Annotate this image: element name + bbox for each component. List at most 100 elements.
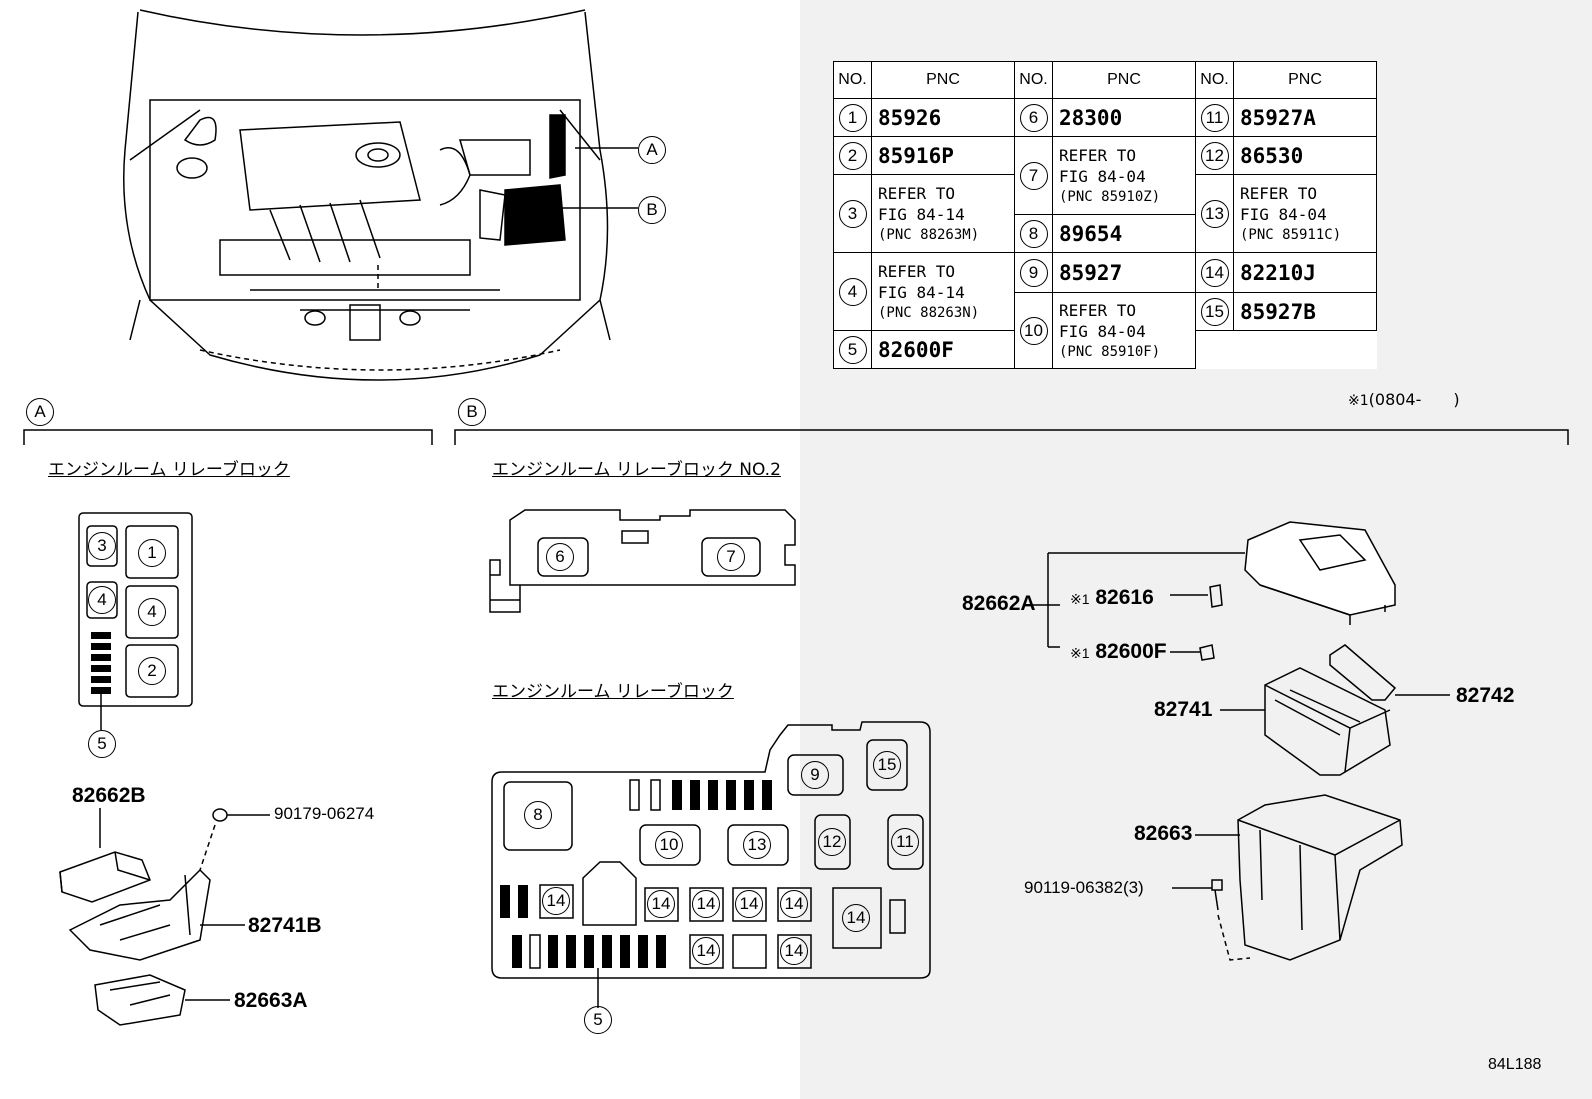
- header-pnc-2: PNC: [1052, 61, 1196, 99]
- relay-number: 4: [88, 586, 116, 614]
- ref-line: REFER TO: [1059, 145, 1137, 165]
- relay-number: 3: [88, 532, 116, 560]
- ref-line: REFER TO: [1059, 300, 1137, 320]
- table-row: 5 82600F: [833, 330, 1377, 369]
- header-pnc-3: PNC: [1233, 61, 1377, 99]
- figure-id: 84L188: [1488, 1056, 1542, 1073]
- relay-number: 7: [717, 543, 745, 571]
- pnc-reference: REFER TO FIG 84-14 (PNC 88263N): [871, 252, 1015, 331]
- relay-number: 8: [524, 801, 552, 829]
- pnc-table: NO. PNC NO. PNC NO. PNC 1 85926 6 28300 …: [833, 61, 1377, 369]
- item-number: 12: [1200, 141, 1229, 170]
- part-label: 82663A: [234, 989, 308, 1012]
- item-number: 15: [1200, 297, 1229, 326]
- relay-number: 14: [692, 890, 720, 918]
- relay-number: 2: [138, 657, 166, 685]
- relay-number: 12: [818, 828, 846, 856]
- section-a-label: A: [26, 398, 54, 426]
- relay-number: 9: [801, 761, 829, 789]
- part-label-82600f: ※1 82600F: [1070, 640, 1167, 664]
- part-label-82616: ※1 82616: [1070, 586, 1154, 610]
- relay-number: 6: [546, 543, 574, 571]
- item-number: 14: [1200, 258, 1229, 287]
- item-number: 1: [838, 103, 867, 132]
- pnc-value: 82600F: [871, 330, 1015, 369]
- part-label: 82662A: [962, 592, 1036, 615]
- relay-number: 14: [542, 887, 570, 915]
- item-number: 2: [838, 141, 867, 170]
- callout-a-marker: A: [638, 136, 666, 164]
- ref-line: (PNC 85910F): [1059, 343, 1161, 360]
- ref-line: FIG 84-04: [1059, 166, 1146, 186]
- part-label: 90179-06274: [274, 804, 375, 823]
- section-b-label: B: [458, 398, 486, 426]
- header-no-3: NO.: [1195, 61, 1234, 99]
- relay-number: 14: [692, 937, 720, 965]
- item-number: 4: [838, 277, 867, 306]
- pnc-value: 85927B: [1233, 292, 1377, 331]
- header-no-2: NO.: [1014, 61, 1053, 99]
- relay-number: 5: [88, 730, 116, 758]
- pnc-value: 28300: [1052, 98, 1196, 137]
- item-number: 9: [1019, 258, 1048, 287]
- part-label: 90119-06382(3): [1024, 878, 1144, 897]
- exploded-parts-b: [1030, 521, 1450, 961]
- footnote: ※1(0804- ): [1348, 386, 1460, 410]
- ref-line: FIG 84-14: [878, 204, 965, 224]
- relay-block-main: [491, 721, 931, 1008]
- pnc-reference: REFER TO FIG 84-04 (PNC 85910F): [1052, 292, 1196, 369]
- pnc-value: 85926: [871, 98, 1015, 137]
- pnc-value: 89654: [1052, 214, 1196, 253]
- footnote-text: (0804- ): [1368, 390, 1460, 409]
- part-number: 82600F: [1095, 640, 1167, 663]
- part-label: 82662B: [72, 784, 146, 807]
- relay-number: 1: [138, 539, 166, 567]
- table-header-row: NO. PNC NO. PNC NO. PNC: [833, 61, 1377, 99]
- table-row: 4 REFER TO FIG 84-14 (PNC 88263N) 9 8592…: [833, 252, 1377, 331]
- item-number: 8: [1019, 219, 1048, 248]
- ref-line: FIG 84-14: [878, 282, 965, 302]
- empty-cell: [1196, 331, 1377, 369]
- footnote-mark: ※1: [1348, 393, 1369, 409]
- pnc-value: 85927A: [1233, 98, 1377, 137]
- table-row: 1 85926 6 28300 11 85927A: [833, 98, 1377, 137]
- item-number: 10: [1019, 316, 1048, 345]
- section-a-title: エンジンルーム リレーブロック: [48, 460, 290, 480]
- header-pnc-1: PNC: [871, 61, 1015, 99]
- item-number: 11: [1200, 103, 1229, 132]
- relay-number: 13: [743, 831, 771, 859]
- ref-line: (PNC 85911C): [1240, 226, 1342, 243]
- table-row: 2 85916P 7 REFER TO FIG 84-04 (PNC 85910…: [833, 136, 1377, 215]
- pnc-value: 82210J: [1233, 252, 1377, 293]
- header-no-1: NO.: [833, 61, 872, 99]
- ref-line: (PNC 85910Z): [1059, 188, 1161, 205]
- pnc-value: 85916P: [871, 136, 1015, 175]
- item-number: 5: [838, 335, 867, 364]
- relay-number: 14: [735, 890, 763, 918]
- ref-line: REFER TO: [878, 261, 956, 281]
- pnc-value: 85927: [1052, 252, 1196, 293]
- exploded-parts-a: [59, 808, 270, 1026]
- footnote-mark: ※1: [1070, 645, 1090, 661]
- section-b-main-title: エンジンルーム リレーブロック: [492, 682, 734, 702]
- callout-a-label: A: [638, 136, 666, 164]
- callout-b-label: B: [638, 196, 666, 224]
- table-row: 8 89654: [834, 214, 1377, 253]
- table-row: 3 REFER TO FIG 84-14 (PNC 88263M) 13 REF…: [833, 174, 1377, 253]
- relay-number: 14: [780, 937, 808, 965]
- part-number: 82616: [1095, 586, 1154, 609]
- relay-number: 14: [842, 904, 870, 932]
- relay-block-no2: [489, 509, 796, 613]
- item-number: 6: [1019, 103, 1048, 132]
- relay-number: 10: [655, 831, 683, 859]
- section-b-marker: B: [458, 398, 486, 426]
- footnote-mark: ※1: [1070, 591, 1090, 607]
- relay-number: 5: [584, 1006, 612, 1034]
- ref-line: REFER TO: [1240, 183, 1318, 203]
- callout-b-marker: B: [638, 196, 666, 224]
- relay-block-a: [78, 512, 193, 730]
- ref-line: (PNC 88263M): [878, 226, 980, 243]
- item-number: 7: [1019, 161, 1048, 190]
- table-row: 10 REFER TO FIG 84-04 (PNC 85910F) 15 85…: [834, 292, 1377, 369]
- ref-line: REFER TO: [878, 183, 956, 203]
